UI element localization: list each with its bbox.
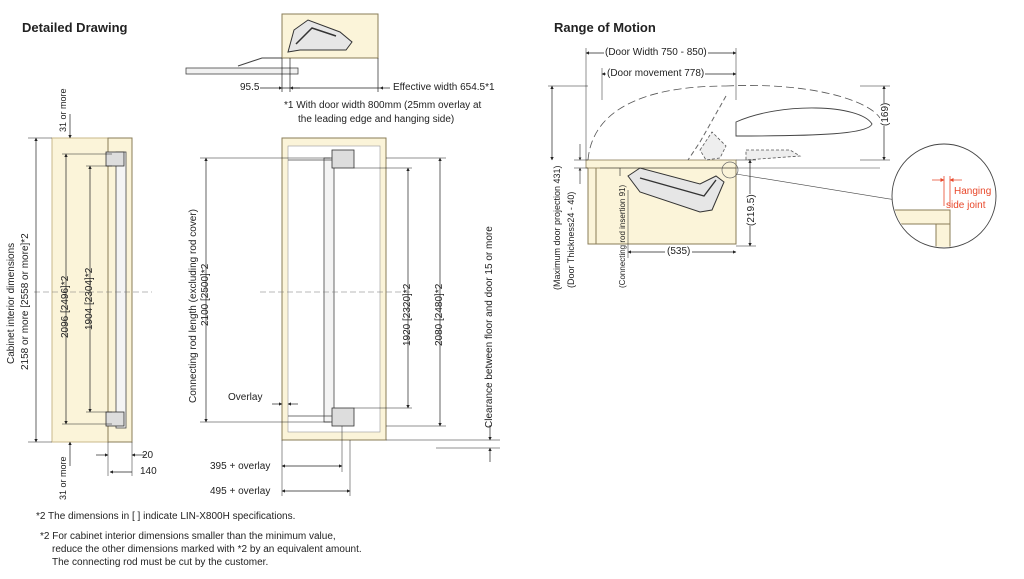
dim-140-label: 140: [140, 466, 157, 477]
hanging-label-2: side joint: [946, 200, 986, 211]
dim-495-label: 495 + overlay: [210, 486, 271, 497]
door-thickness-label: (Door Thickness24 - 40): [566, 191, 576, 288]
dim-1920-label: 1920 [2320]*2: [402, 283, 413, 346]
rod-insertion-label: (Connecting rod insertion 91): [618, 184, 627, 288]
note-1-line-1: *1 With door width 800mm (25mm overlay a…: [284, 100, 482, 111]
footnote-1: *2 The dimensions in [ ] indicate LIN-X8…: [36, 511, 296, 522]
dim-2096-label: 2096 [2496]*2: [60, 275, 71, 338]
motion-diagram: [548, 48, 997, 258]
dim-395-label: 395 + overlay: [210, 461, 271, 472]
top-gap-label: 31 or more: [58, 88, 68, 132]
door-movement-label: (Door movement 778): [606, 68, 706, 79]
side-view: [28, 114, 152, 476]
dim-1904-label: 1904 [2304]*2: [84, 267, 95, 330]
door-width-label: (Door Width 750 - 850): [604, 47, 708, 58]
detailed-drawing-title: Detailed Drawing: [22, 20, 128, 35]
dim-219-label: (219.5): [746, 194, 757, 226]
range-of-motion-title: Range of Motion: [554, 20, 656, 35]
bottom-gap-label: 31 or more: [58, 456, 68, 500]
cabinet-interior-label-1: Cabinet interior dimensions: [6, 242, 17, 364]
footnote-2-line-1: *2 For cabinet interior dimensions small…: [40, 531, 336, 542]
front-view: [200, 137, 500, 496]
cabinet-interior-label-2: 2158 or more [2558 or more]*2: [20, 233, 31, 370]
note-1-line-2: the leading edge and hanging side): [298, 114, 455, 125]
dim-169-label: (169): [880, 102, 891, 126]
dim-535-label: (535): [665, 246, 693, 257]
footnote-2-line-3: The connecting rod must be cut by the cu…: [52, 557, 269, 568]
dim-95-label: 95.5: [240, 82, 260, 93]
effective-width-label: Effective width 654.5*1: [393, 82, 495, 93]
top-detail: [185, 13, 390, 92]
overlay-label: Overlay: [228, 392, 263, 403]
footnote-2-line-2: reduce the other dimensions marked with …: [52, 544, 362, 555]
connecting-rod-label-1: Connecting rod length (excluding rod cov…: [188, 209, 199, 403]
max-projection-label: (Maximum door projection 431): [552, 165, 562, 290]
clearance-label: Clearance between floor and door 15 or m…: [484, 226, 495, 428]
connecting-rod-label-2: 2100 [2500]*2: [200, 263, 211, 326]
dim-20-label: 20: [142, 450, 154, 461]
hanging-label-1: Hanging: [954, 186, 992, 197]
dim-2080-label: 2080 [2480]*2: [434, 283, 445, 346]
